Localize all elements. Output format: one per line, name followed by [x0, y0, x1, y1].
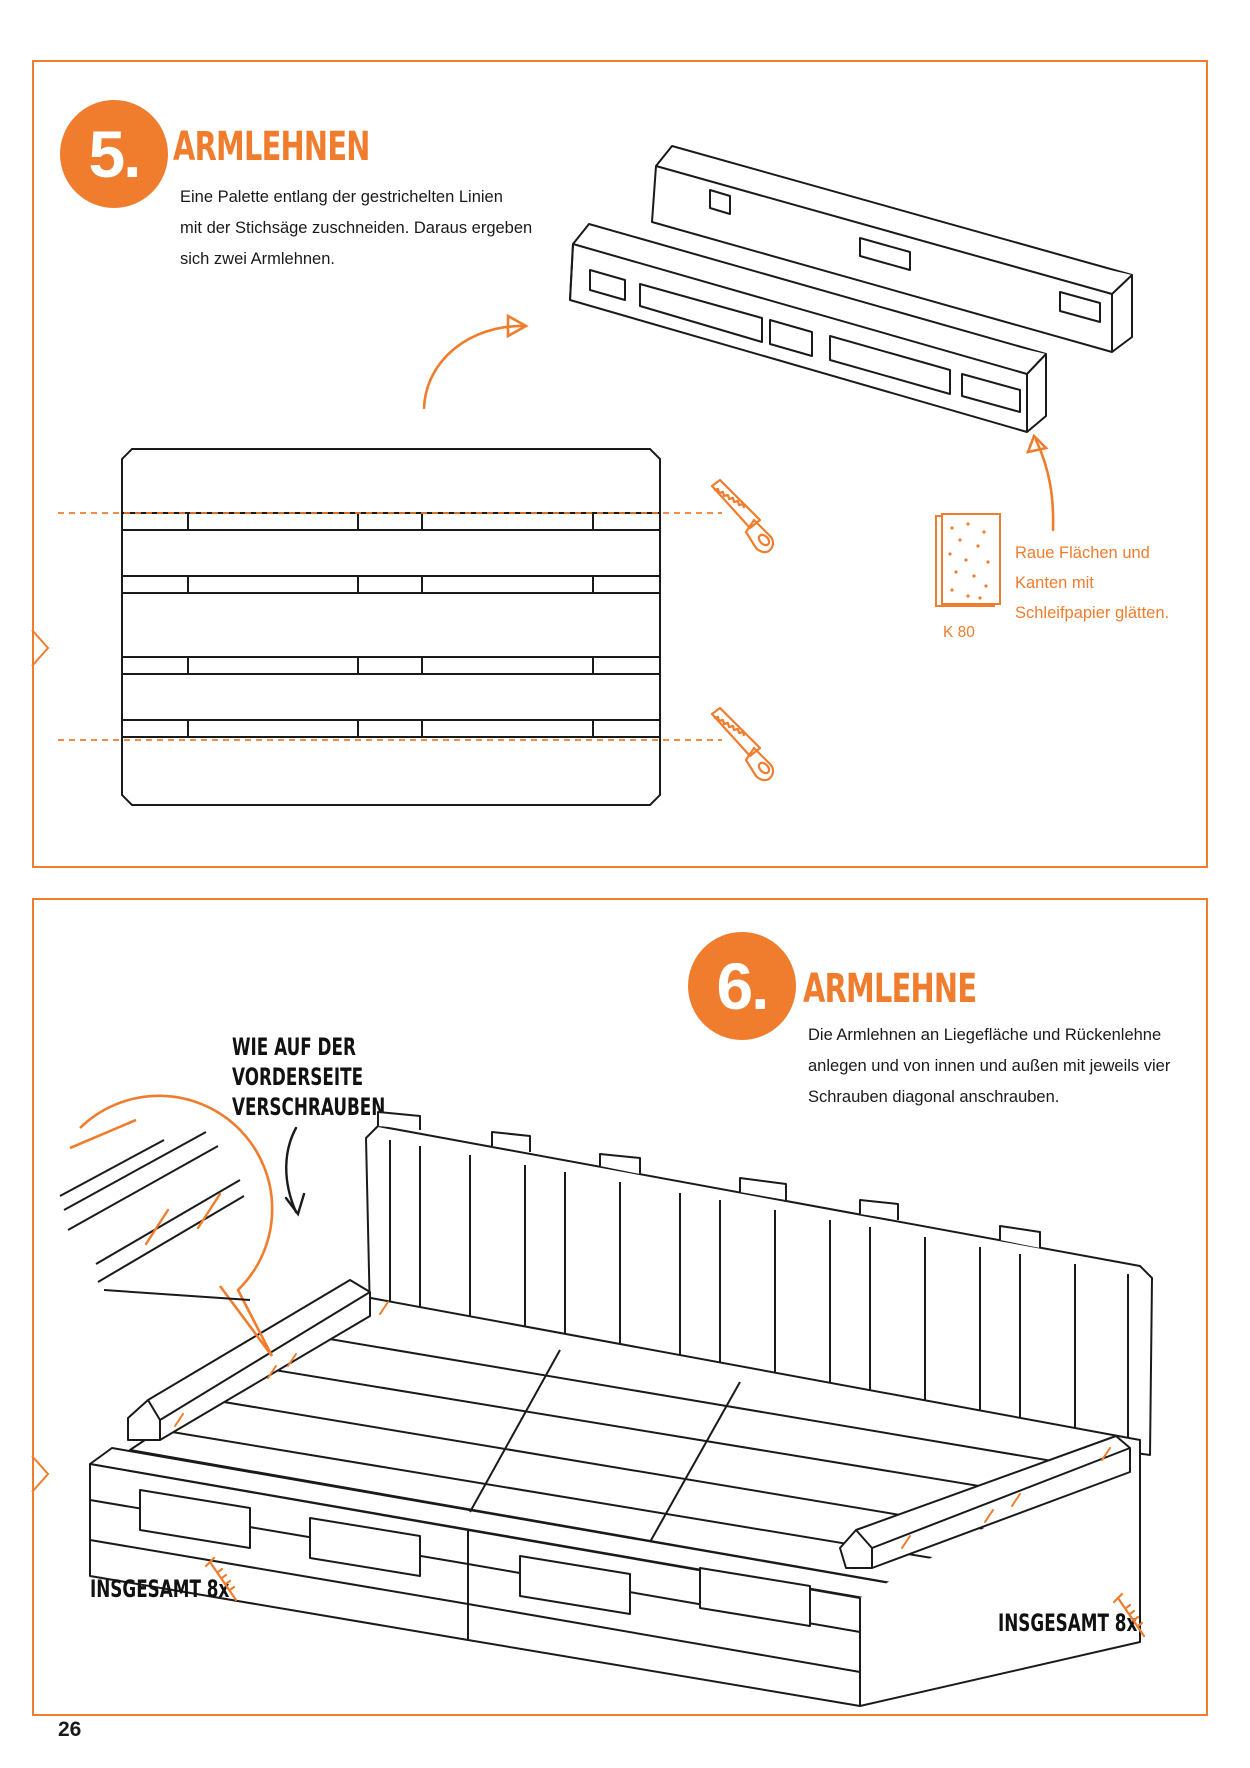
step-5-title: ARMLEHNEN — [173, 124, 370, 170]
sandpaper-grit-label: K 80 — [943, 624, 975, 641]
step-5-panel — [32, 60, 1208, 868]
step-6-panel — [32, 898, 1208, 1716]
screw-icon — [1112, 1592, 1146, 1638]
screw-icon — [204, 1556, 238, 1602]
step-5-instructions: Eine Palette entlang der gestrichelten L… — [180, 182, 532, 275]
sandpaper-icon — [935, 513, 1001, 607]
callout-line: VORDERSEITE — [232, 1063, 364, 1091]
note-line: Kanten mit — [1015, 574, 1094, 592]
step-6-number: 6. — [688, 932, 796, 1040]
step-5-number: 5. — [60, 100, 168, 208]
callout-line: WIE AUF DER — [232, 1033, 356, 1061]
step-6-title: ARMLEHNE — [803, 966, 977, 1012]
instruction-line: mit der Stichsäge zuschneiden. Daraus er… — [180, 219, 533, 237]
total-screws-right: INSGESAMT 8x — [998, 1609, 1138, 1637]
step-6-instructions: Die Armlehnen an Liegefläche und Rückenl… — [808, 1020, 1170, 1113]
callout-label: WIE AUF DER VORDERSEITE VERSCHRAUBEN — [232, 1032, 385, 1122]
callout-line: VERSCHRAUBEN — [232, 1093, 386, 1121]
saw-icon — [710, 478, 775, 554]
instruction-line: anlegen und von innen und außen mit jewe… — [808, 1057, 1171, 1075]
instruction-line: Die Armlehnen an Liegefläche und Rückenl… — [808, 1026, 1162, 1044]
instruction-line: sich zwei Armlehnen. — [180, 250, 335, 268]
page-edge-mark — [31, 629, 50, 1493]
page-number: 26 — [58, 1718, 82, 1741]
note-line: Schleifpapier glätten. — [1015, 604, 1170, 622]
total-screws-left: INSGESAMT 8x — [90, 1575, 230, 1603]
note-line: Raue Flächen und — [1015, 544, 1150, 562]
instruction-line: Eine Palette entlang der gestrichelten L… — [180, 188, 503, 206]
sandpaper-note: Raue Flächen und Kanten mit Schleifpapie… — [1015, 538, 1169, 628]
saw-icon — [710, 706, 775, 782]
instruction-line: Schrauben diagonal anschrauben. — [808, 1088, 1060, 1106]
